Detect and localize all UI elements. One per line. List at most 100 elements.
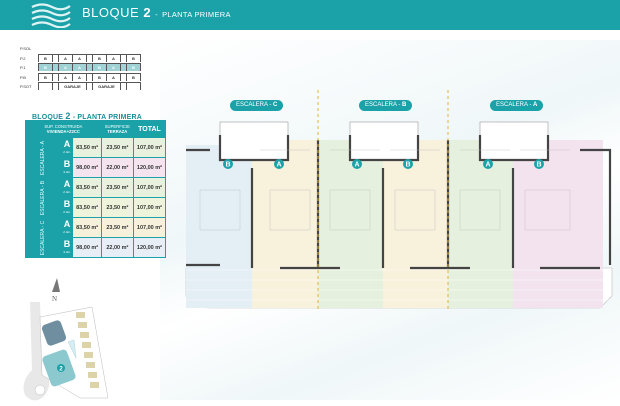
unit-a-a bbox=[448, 140, 513, 308]
floor-cell: GARAJE bbox=[59, 83, 87, 90]
terrace-area: 23,50 m² bbox=[100, 177, 134, 198]
floor-cell bbox=[87, 83, 93, 90]
total-area: 107,00 m² bbox=[132, 217, 167, 238]
floor-label: P.1 bbox=[20, 65, 26, 70]
floor-cell bbox=[39, 83, 53, 90]
floor-cell bbox=[127, 83, 141, 90]
terrace-hatch bbox=[186, 269, 610, 301]
access-road bbox=[23, 302, 50, 401]
interior-details bbox=[199, 149, 571, 231]
stair-divider-lines bbox=[317, 90, 449, 310]
floor-cell bbox=[121, 73, 127, 81]
floor-label: P.2 bbox=[20, 55, 26, 61]
unit-marker bbox=[403, 159, 413, 169]
unit-b-a bbox=[318, 140, 383, 308]
floor-cell: A bbox=[59, 64, 73, 71]
floor-cell: B bbox=[93, 64, 107, 71]
built-area: 98,00 m² bbox=[72, 157, 102, 178]
terrace-area: 23,50 m² bbox=[100, 137, 134, 158]
terrace-area: 23,50 m² bbox=[100, 197, 134, 218]
floor-cell: A bbox=[107, 64, 121, 71]
stair-cell: ESCALERA - C bbox=[24, 217, 62, 258]
total-area: 120,00 m² bbox=[132, 237, 167, 258]
built-area: 83,50 m² bbox=[72, 177, 102, 198]
unit-c-b bbox=[186, 145, 252, 308]
floor-cell bbox=[87, 54, 93, 62]
pool bbox=[67, 339, 77, 359]
floor-cell: B bbox=[127, 73, 141, 81]
north-arrow-icon bbox=[52, 278, 60, 292]
floor-cell bbox=[87, 73, 93, 81]
floor-label: P.B bbox=[20, 74, 26, 80]
floor-row: GARAJE GARAJE bbox=[38, 82, 141, 90]
unit-b-b bbox=[383, 140, 448, 308]
stair-cell: ESCALERA - A bbox=[24, 137, 62, 178]
unit-marker bbox=[534, 159, 544, 169]
floor-cell bbox=[53, 73, 59, 81]
floor-cell: A bbox=[59, 54, 73, 62]
floor-cell: A bbox=[73, 73, 87, 81]
floor-label: P.SOL bbox=[20, 46, 32, 51]
terrace-area: 22,00 m² bbox=[100, 237, 134, 258]
floor-cell: B bbox=[127, 64, 141, 71]
brand-logo-icon bbox=[31, 3, 71, 28]
floor-cell bbox=[121, 83, 127, 90]
built-area: 83,50 m² bbox=[72, 217, 102, 238]
floor-cell bbox=[53, 54, 59, 62]
stair-label-c: ESCALERA - C bbox=[230, 100, 284, 111]
floor-cell: A bbox=[73, 54, 87, 62]
floor-label: P.SOT bbox=[20, 84, 32, 89]
header-banner: BLOQUE 2 - PLANTA PRIMERA bbox=[0, 0, 620, 30]
floor-cell: A bbox=[107, 54, 121, 62]
floor-cell bbox=[121, 64, 127, 71]
stair-label-b: ESCALERA - B bbox=[359, 100, 413, 111]
townhouses bbox=[76, 312, 99, 388]
unit-c-a bbox=[252, 140, 318, 308]
floor-cell: A bbox=[107, 73, 121, 81]
floor-cell: GARAJE bbox=[93, 83, 121, 90]
unit-a-b bbox=[513, 140, 603, 308]
unit-marker-label: A bbox=[354, 162, 359, 169]
floor-cell bbox=[121, 54, 127, 62]
floor-cell: A bbox=[73, 64, 87, 71]
unit-marker bbox=[352, 159, 362, 169]
stair-cell: ESCALERA - B bbox=[24, 177, 62, 218]
unit-marker-label: A bbox=[276, 162, 281, 169]
floor-cell: B bbox=[93, 54, 107, 62]
building-2-marker bbox=[57, 364, 65, 372]
floor-cell: A bbox=[59, 73, 73, 81]
total-area: 107,00 m² bbox=[132, 177, 167, 198]
floor-cell: B bbox=[127, 54, 141, 62]
building-1 bbox=[41, 320, 67, 346]
floor-cell bbox=[53, 64, 59, 71]
built-area: 98,00 m² bbox=[72, 237, 102, 258]
total-area: 120,00 m² bbox=[132, 157, 167, 178]
page-title: BLOQUE 2 - PLANTA PRIMERA bbox=[82, 5, 231, 20]
unit-marker-label: B bbox=[225, 162, 230, 169]
site-map: N 2 bbox=[23, 278, 109, 401]
floor-cell bbox=[53, 83, 59, 90]
terrace-area: 23,50 m² bbox=[100, 217, 134, 238]
unit-marker bbox=[223, 159, 233, 169]
total-area: 107,00 m² bbox=[132, 197, 167, 218]
floor-cell bbox=[87, 64, 93, 71]
unit-marker bbox=[274, 159, 284, 169]
building-number: 2 bbox=[59, 367, 63, 373]
built-area: 83,50 m² bbox=[72, 197, 102, 218]
floor-cell: B bbox=[39, 73, 53, 81]
floor-cell: B bbox=[93, 73, 107, 81]
